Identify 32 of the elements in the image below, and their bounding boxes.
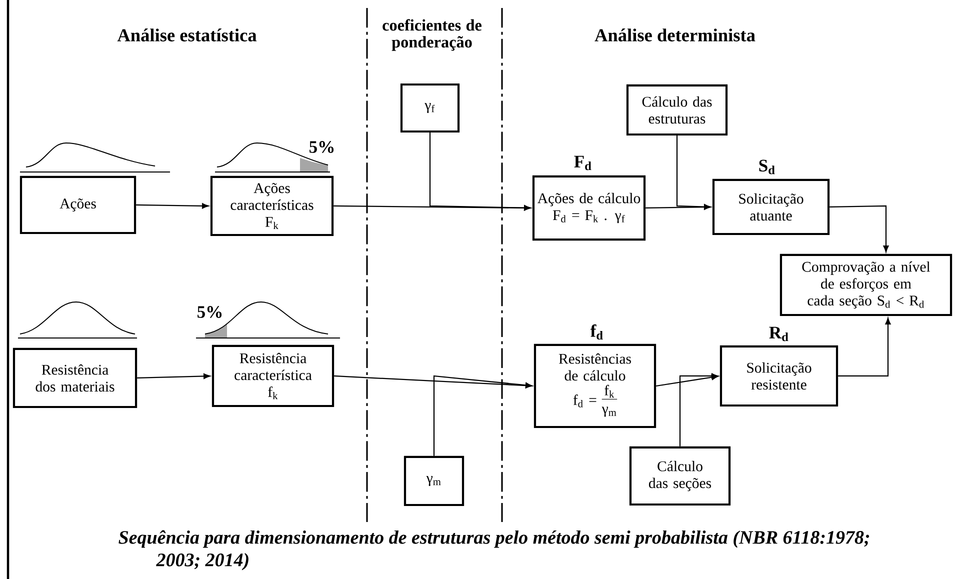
arrow (679, 373, 718, 446)
symbol-label: 5% (198, 306, 222, 318)
arrow (830, 205, 889, 252)
symbol-label: R$_{d}$ (769, 326, 788, 342)
column-heading: coeficientes de ponderação (382, 19, 482, 51)
caption: Sequência para dimensionamento de estruturas pelo método semi probabilista (NBR 6118:1978; 2003; 2014) (118, 530, 870, 570)
symbol-label: F$_{d}$ (574, 156, 592, 170)
process-box: Resistências de cálculo f$_{d}$ = f$_{k}$ γ$_{m}$ (534, 344, 656, 428)
arrow (429, 132, 531, 211)
process-box: Cálculo das estruturas (626, 84, 728, 136)
process-box: Cálculo das seções (629, 446, 731, 506)
process-box: Ações de cálculo F$_{d}$ = F$_{k}$ . γ$_{f}$ (532, 175, 646, 241)
symbol-label: 5% (310, 141, 334, 153)
process-box: γ$_{f}$ (400, 83, 460, 133)
process-box: Comprovação a nível de esforços em cada seção S$_{d}$ < R$_{d}$ (780, 254, 952, 316)
process-box: Ações (20, 176, 136, 234)
process-box: Resistência característica f$_{k}$ (212, 344, 334, 408)
column-heading: Análise determinista (594, 28, 756, 42)
arrow (137, 373, 210, 379)
arrow (334, 375, 532, 388)
process-box: Ações características F$_{k}$ (210, 176, 334, 236)
arrow (838, 318, 891, 377)
process-box: Solicitação resistente (720, 345, 838, 407)
process-box: Resistência dos materiais (12, 348, 138, 408)
process-box: γ$_{m}$ (404, 456, 464, 506)
symbol-label: f$_{d}$ (590, 324, 603, 340)
column-heading: Análise estatística (117, 28, 257, 42)
arrow (136, 203, 209, 209)
symbol-label: S$_{d}$ (759, 160, 775, 174)
process-box: Solicitação atuante (712, 178, 830, 236)
arrow (433, 375, 532, 456)
arrow (676, 136, 711, 210)
